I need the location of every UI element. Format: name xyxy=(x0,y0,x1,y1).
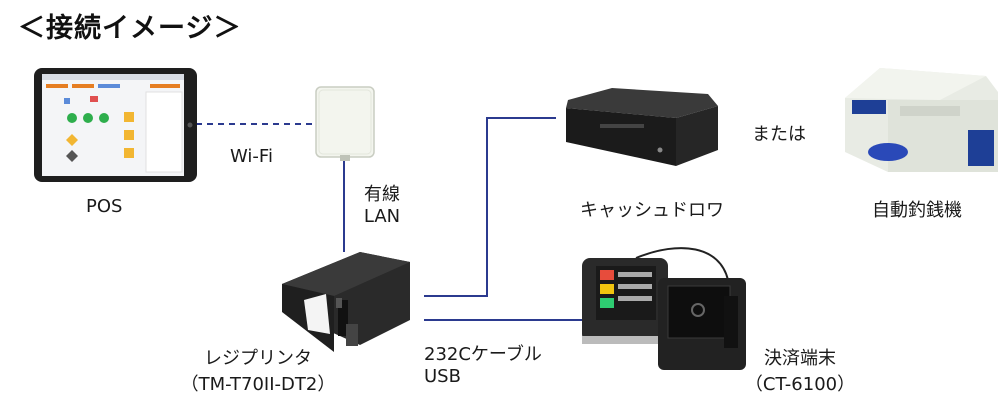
drawer-link xyxy=(424,117,556,297)
pos-label: POS xyxy=(86,196,123,217)
auto-change-machine-label: 自動釣銭機 xyxy=(872,200,962,221)
wifi-label: Wi-Fi xyxy=(230,146,273,167)
lan-label-line1: 有線 xyxy=(364,184,400,205)
lan-label: 有線 LAN xyxy=(358,180,406,227)
cable-label-line2: USB xyxy=(424,366,461,387)
payment-terminal-label-line1: 決済端末 xyxy=(764,348,836,369)
page-title: ＜接続イメージ＞ xyxy=(18,13,242,44)
receipt-printer-icon xyxy=(282,252,410,352)
cash-drawer-label: キャッシュドロワ xyxy=(580,200,724,221)
payment-terminal-icon xyxy=(582,247,746,370)
payment-terminal-label: 決済端末 （CT-6100） xyxy=(730,344,870,396)
payment-terminal-label-line2: （CT-6100） xyxy=(744,374,856,395)
cable-label: 232Cケーブル USB xyxy=(424,340,542,387)
printer-label-line2: （TM-T70II-DT2） xyxy=(180,374,336,395)
printer-label: レジプリンタ （TM-T70II-DT2） xyxy=(168,344,348,396)
lan-label-line2: LAN xyxy=(363,206,401,227)
change-machine-icon xyxy=(845,68,998,172)
cable-label-line1: 232Cケーブル xyxy=(424,344,542,365)
printer-label-line1: レジプリンタ xyxy=(204,348,312,369)
tablet-icon xyxy=(34,68,197,182)
cash-drawer-icon xyxy=(566,88,718,166)
or-label: または xyxy=(752,124,806,145)
wifi-access-point-icon xyxy=(315,86,375,161)
